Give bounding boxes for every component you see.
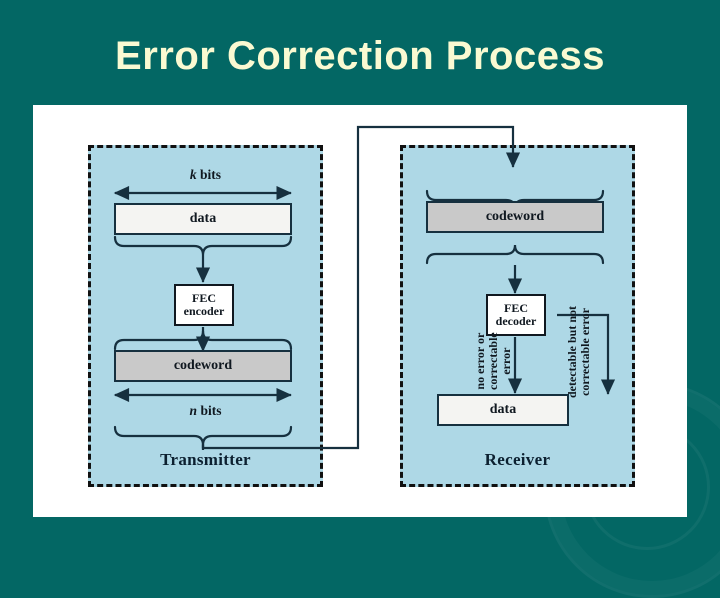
rx-data-block: data	[437, 394, 569, 426]
transmitter-output-brace	[113, 425, 293, 446]
rx-data-label: data	[489, 402, 517, 417]
n-symbol: n	[189, 403, 198, 418]
tx-codeword-label: codeword	[173, 358, 233, 373]
tx-data-label: data	[189, 211, 217, 226]
tx-data-block: data	[114, 203, 292, 235]
content-panel: Transmitter Receiver	[33, 105, 687, 517]
rx-codeword-block: codeword	[426, 201, 604, 233]
data-brace	[113, 235, 293, 256]
fec-decoder-line2: decoder	[495, 314, 537, 328]
n-unit: bits	[200, 403, 222, 418]
codeword-brace-top-tx	[113, 330, 293, 351]
k-unit: bits	[200, 167, 222, 182]
fec-encoder-line2: encoder	[183, 304, 225, 318]
branch-no-error-line2: correctable	[485, 332, 500, 390]
fec-encoder-block: FEC encoder	[174, 284, 234, 326]
k-bits-label: k bits	[88, 167, 323, 183]
tx-codeword-block: codeword	[114, 350, 292, 382]
fec-decoder-block: FEC decoder	[486, 294, 546, 336]
channel-connector	[201, 125, 521, 450]
receiver-label: Receiver	[484, 450, 551, 469]
n-bits-label: n bits	[88, 403, 323, 419]
slide: Error Correction Process Transmitter Rec…	[33, 34, 720, 598]
branch-fail-line1: detectable but not	[565, 306, 579, 398]
k-symbol: k	[189, 167, 197, 182]
transmitter-label: Transmitter	[160, 450, 251, 469]
branch-no-error-line1: no error or	[473, 332, 487, 390]
fec-encoder-line1: FEC	[192, 291, 216, 306]
branch-fail-line2: correctable error	[577, 308, 592, 396]
error-correction-diagram: Transmitter Receiver	[33, 105, 687, 517]
page-title: Error Correction Process	[115, 34, 605, 78]
diagram-connectors	[113, 125, 616, 450]
branch-label-no-error: no error or correctable error	[473, 332, 513, 390]
codeword-brace-bottom-rx	[425, 244, 605, 265]
branch-no-error-line3: error	[498, 347, 513, 375]
branch-label-detectable-not-correctable: detectable but not correctable error	[565, 306, 592, 398]
decoder-fail-arrow	[557, 313, 616, 395]
rx-codeword-label: codeword	[485, 209, 545, 224]
fec-decoder-line1: FEC	[504, 301, 528, 316]
